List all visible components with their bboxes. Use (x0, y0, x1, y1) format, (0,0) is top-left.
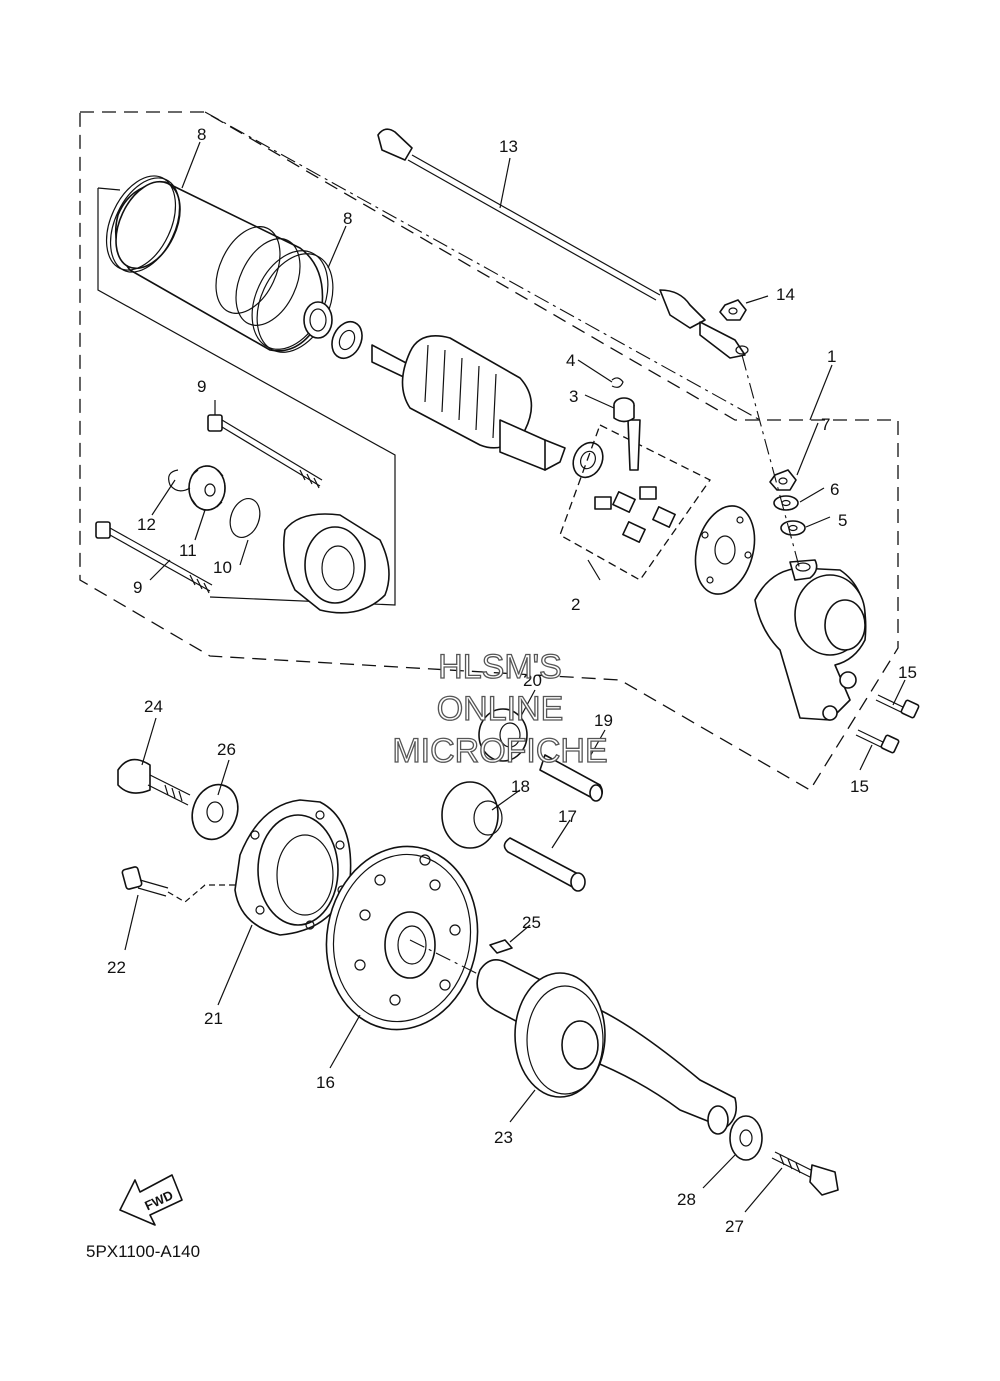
bolt-24 (117, 758, 191, 806)
callout-11: 11 (179, 541, 197, 560)
bolt-15-lower (855, 729, 900, 754)
idler-shaft-17 (503, 837, 586, 892)
callout-16: 16 (316, 1073, 335, 1092)
callout-25: 25 (522, 913, 541, 932)
starter-clutch-21 (234, 799, 352, 936)
callout-5: 5 (838, 511, 847, 530)
callout-21: 21 (204, 1009, 223, 1028)
callout-20: 20 (523, 671, 542, 690)
leader-lines (124, 141, 906, 1213)
circlip-12 (168, 469, 191, 492)
diagram-code: 5PX1100-A140 (86, 1242, 200, 1261)
callout-23: 23 (494, 1128, 513, 1147)
callout-24: 24 (144, 697, 163, 716)
watermark-line-2: ONLINE (437, 690, 564, 728)
brush-holder-set (559, 419, 711, 581)
callout-15-lower: 15 (850, 777, 869, 796)
key-25 (489, 939, 513, 954)
callout-12: 12 (137, 515, 156, 534)
idler-gear-18 (441, 781, 503, 849)
o-ring-10 (229, 498, 261, 538)
callout-6: 6 (830, 480, 839, 499)
callout-8-upper: 8 (197, 125, 206, 144)
callout-10: 10 (213, 558, 232, 577)
washer-26 (191, 783, 239, 841)
idler-gear-20 (478, 708, 528, 762)
callout-14: 14 (776, 285, 795, 304)
insulator-3 (613, 397, 635, 423)
circlip-4 (611, 377, 624, 388)
nut-7 (769, 469, 797, 491)
washer-28 (729, 1115, 763, 1161)
seal-washer (331, 320, 363, 360)
pinion-gear-11 (188, 465, 226, 511)
starter-yoke (114, 180, 324, 352)
starter-assembly-dashed-boundary (79, 111, 899, 791)
callout-13: 13 (499, 137, 518, 156)
brush-plate (694, 505, 756, 595)
bolt-27 (771, 1151, 839, 1196)
callout-22: 22 (107, 958, 126, 977)
callout-1: 1 (827, 347, 836, 366)
callout-7: 7 (821, 415, 830, 434)
callout-9-lower: 9 (133, 578, 142, 597)
callout-8-middle: 8 (343, 209, 352, 228)
bolt-22 (121, 866, 235, 903)
nut-14 (719, 299, 747, 321)
idler-shaft-19 (539, 754, 604, 802)
callout-28: 28 (677, 1190, 696, 1209)
watermark-line-1: HLSM'S (438, 648, 562, 686)
callout-18: 18 (511, 777, 530, 796)
through-bolt-9-upper (207, 414, 323, 489)
callout-labels: 1 2 3 4 5 6 7 8 8 9 9 10 11 12 13 14 15 … (107, 125, 917, 1236)
callout-2: 2 (571, 595, 580, 614)
callout-17: 17 (558, 807, 577, 826)
callout-3: 3 (569, 387, 578, 406)
watermark-line-3: MICROFICHE (392, 732, 607, 770)
callout-15-upper: 15 (898, 663, 917, 682)
fwd-direction-arrow-icon: FWD (119, 1174, 183, 1226)
washer-5 (780, 520, 806, 536)
starter-rear-cover (754, 559, 867, 721)
through-bolt-9-lower (95, 521, 213, 594)
callout-9-upper: 9 (197, 377, 206, 396)
callout-4: 4 (566, 351, 575, 370)
starter-wheel-gear-16 (325, 845, 479, 1031)
starter-clutch-shaft-23 (476, 959, 738, 1135)
starter-lead-cable (377, 128, 749, 359)
o-ring-8-front (105, 175, 181, 273)
bolt-15-upper (875, 694, 920, 719)
washer-6 (773, 495, 799, 511)
callout-19: 19 (594, 711, 613, 730)
yoke-bushing (303, 301, 333, 339)
callout-26: 26 (217, 740, 236, 759)
armature (371, 335, 604, 479)
watermark: HLSM'S ONLINE MICROFICHE (392, 647, 609, 770)
starter-front-cover (282, 513, 390, 614)
callout-27: 27 (725, 1217, 744, 1236)
